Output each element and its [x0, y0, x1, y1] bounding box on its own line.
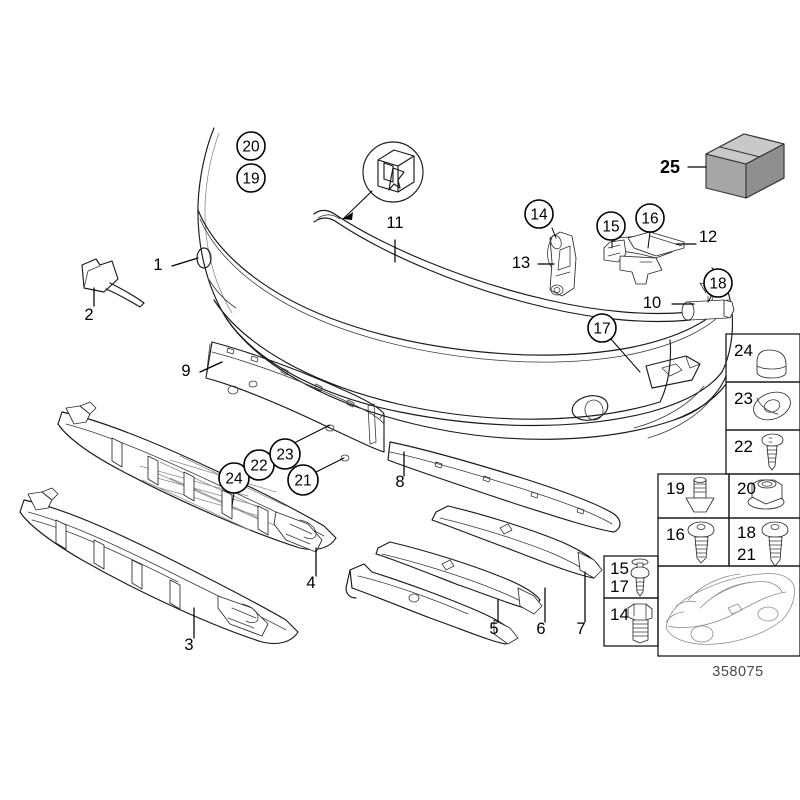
part-25-repair-kit-box [705, 133, 785, 199]
part-number-label-7: 7 [576, 620, 585, 638]
callout-circle-23: 23 [269, 438, 301, 470]
leader-lines [93, 166, 707, 639]
part-3-lower-grille [19, 487, 299, 645]
part-5-air-duct-lower [345, 563, 519, 645]
legend-label-23: 23 [734, 389, 753, 408]
part-number-label-25: 25 [660, 157, 680, 177]
part-number-label-1: 1 [153, 256, 162, 274]
legend-icon-pan-head-screw-16 [687, 521, 715, 564]
legend-label-19: 19 [666, 479, 685, 498]
callout-ring-17 [587, 313, 617, 343]
callout-label-24: 24 [225, 471, 243, 488]
part-number-label-8: 8 [395, 473, 404, 491]
callout-ring-19 [236, 163, 266, 193]
callout-label-17: 17 [593, 321, 610, 338]
legend-icon-hex-bolt [627, 603, 653, 644]
part-12-bracket-assembly [603, 231, 685, 285]
part-number-label-12: 12 [699, 228, 717, 246]
legend-icon-washer-grommet [753, 391, 791, 421]
legend-label-21: 21 [737, 545, 756, 564]
callout-circle-14: 14 [524, 199, 554, 229]
callout-circle-17: 17 [587, 313, 617, 343]
part-10-headlight-washer-jet [681, 275, 735, 321]
callout-label-18: 18 [709, 276, 726, 293]
callout-ring-24 [218, 462, 250, 494]
callout-circle-22: 22 [243, 449, 275, 481]
callout-ring-14 [524, 199, 554, 229]
part-number-label-3: 3 [184, 636, 193, 654]
detail-bubble-clip-11 [342, 141, 424, 263]
part-6-air-duct-middle [375, 541, 543, 615]
part-4-lower-grille-upper [57, 401, 337, 553]
drawing-number: 358075 [712, 664, 763, 680]
callout-label-23: 23 [276, 447, 293, 464]
callout-circle-24: 24 [218, 462, 250, 494]
legend-label-22: 22 [734, 437, 753, 456]
callout-ring-20 [236, 131, 266, 161]
legend-label-16: 16 [666, 525, 685, 544]
callout-circle-20: 20 [236, 131, 266, 161]
callout-label-14: 14 [530, 207, 548, 224]
part-1-front-bumper [196, 127, 734, 440]
car-silhouette-icon [665, 573, 795, 645]
callout-label-15: 15 [602, 219, 619, 236]
callout-ring-23 [269, 438, 301, 470]
part-number-label-11: 11 [386, 214, 403, 232]
legend-label-18: 18 [737, 523, 756, 542]
legend-grid-hardware [657, 473, 800, 567]
callout-ring-16 [635, 203, 665, 233]
callout-circle-19: 19 [236, 163, 266, 193]
callout-label-21: 21 [294, 473, 311, 490]
legend-cell-vehicle [657, 565, 800, 657]
callout-ring-15 [596, 211, 626, 241]
legend-icon-dome-cap [756, 349, 787, 379]
legend-label-14: 14 [610, 605, 629, 624]
part-number-label-5: 5 [489, 620, 498, 638]
callout-leaders [231, 227, 713, 507]
callout-ring-18 [703, 268, 733, 298]
legend-label-24: 24 [734, 341, 753, 360]
legend-icon-expanding-rivet [630, 558, 650, 597]
part-number-label-10: 10 [643, 294, 661, 312]
part-number-label-2: 2 [84, 306, 93, 324]
callout-circle-16: 16 [635, 203, 665, 233]
part-9-number-plate-carrier [205, 341, 385, 462]
part-7-air-duct-upper [431, 505, 603, 579]
callout-label-16: 16 [641, 211, 658, 228]
part-2-tow-hook-cover [81, 258, 145, 308]
callout-label-19: 19 [242, 171, 259, 188]
legend-icon-square-base-bolt [685, 477, 715, 513]
part-number-label-9: 9 [181, 362, 190, 380]
callout-label-22: 22 [250, 458, 267, 475]
part-8-lower-moulding [387, 441, 621, 533]
part-number-label-13: 13 [512, 254, 530, 272]
legend-label-15: 15 [610, 559, 629, 578]
legend-icon-flange-nut [747, 479, 785, 510]
legend-column-left [603, 555, 659, 647]
legend-label-20: 20 [737, 479, 756, 498]
part-number-label-4: 4 [306, 574, 315, 592]
part-number-label-6: 6 [536, 620, 545, 638]
callout-circle-18: 18 [703, 268, 733, 298]
callout-ring-21 [287, 464, 319, 496]
part-13-bracket [547, 231, 577, 297]
legend-icon-pan-head-screw-18-21 [761, 521, 789, 567]
callout-circle-15: 15 [596, 211, 626, 241]
callout-label-20: 20 [242, 139, 260, 156]
legend-label-17: 17 [610, 577, 629, 596]
legend-column-right [725, 333, 800, 475]
part-11-moulding-strip [313, 209, 691, 323]
legend-icon-pan-head-screw-22 [761, 433, 784, 471]
callout-circle-21: 21 [287, 464, 319, 496]
